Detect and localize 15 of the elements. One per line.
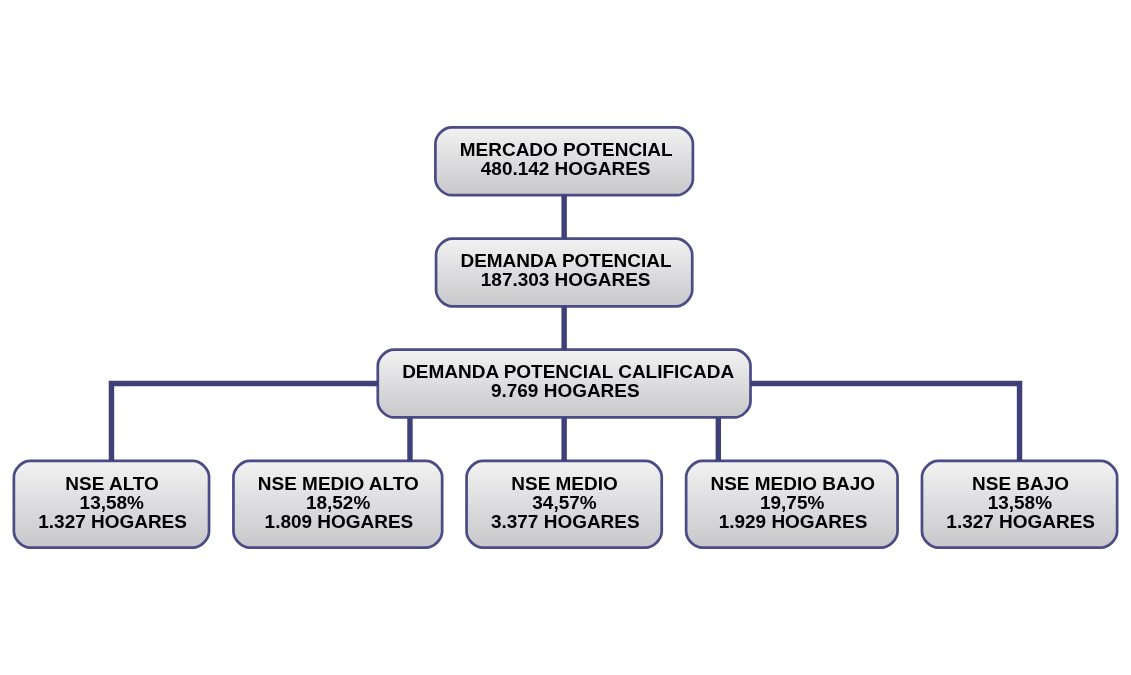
connector: [561, 195, 567, 239]
connector: [108, 380, 378, 461]
node-box: DEMANDA POTENCIAL 187.303 HOGARES: [434, 237, 694, 308]
connector: [561, 306, 567, 350]
node-box: NSE BAJO 13,58% 1.327 HOGARES: [920, 459, 1119, 549]
node-box: NSE ALTO 13,58% 1.327 HOGARES: [12, 459, 211, 549]
connector: [715, 417, 722, 461]
node-box: DEMANDA POTENCIAL CALIFICADA 9.769 HOGARES: [376, 348, 752, 419]
node-box: NSE MEDIO BAJO 19,75% 1.929 HOGARES: [684, 459, 899, 549]
node-box: NSE MEDIO ALTO 18,52% 1.809 HOGARES: [232, 459, 444, 549]
node-box: MERCADO POTENCIAL 480.142 HOGARES: [434, 126, 695, 197]
connector: [407, 417, 413, 461]
node-box: NSE MEDIO 34,57% 3.377 HOGARES: [465, 459, 664, 549]
connector: [561, 417, 567, 461]
connector: [750, 380, 1023, 461]
